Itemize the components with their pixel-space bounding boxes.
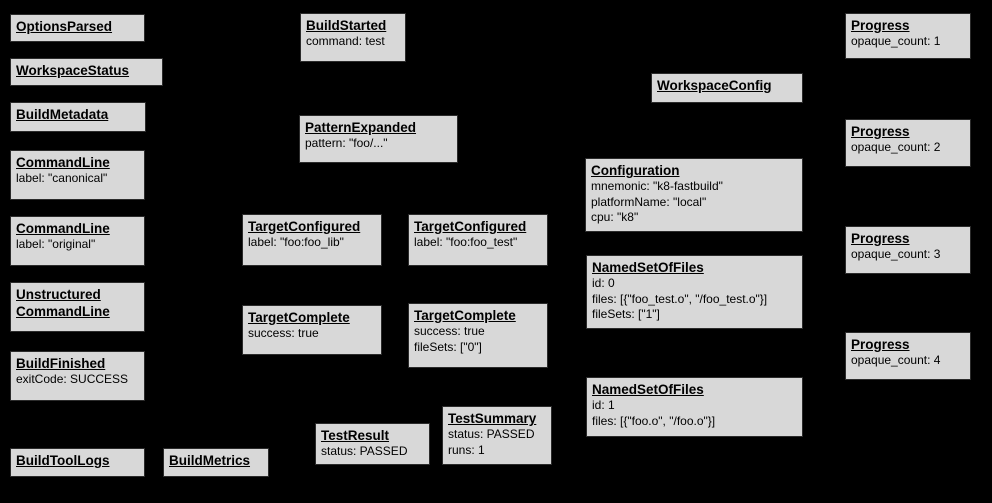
node-field: id: 0 xyxy=(592,276,615,290)
node-build-metadata: BuildMetadata xyxy=(10,102,146,132)
node-title: TargetConfigured xyxy=(414,219,527,234)
node-field: files: [{"foo_test.o", "/foo_test.o"}] xyxy=(592,291,768,306)
node-title: TestResult xyxy=(321,428,390,443)
node-field: opaque_count: 1 xyxy=(851,34,941,48)
node-progress-4: Progress opaque_count: 4 xyxy=(845,332,971,380)
node-field: opaque_count: 4 xyxy=(851,353,941,367)
node-title: OptionsParsed xyxy=(16,19,113,34)
node-progress-1: Progress opaque_count: 1 xyxy=(845,13,971,59)
node-named-set-of-files-0: NamedSetOfFiles id: 0 files: [{"foo_test… xyxy=(586,255,803,329)
node-field: label: "canonical" xyxy=(16,171,108,185)
node-field: success: true xyxy=(248,326,319,340)
node-configuration: Configuration mnemonic: "k8-fastbuild" p… xyxy=(585,158,803,232)
node-field: fileSets: ["0"] xyxy=(414,339,482,354)
node-title: BuildToolLogs xyxy=(16,453,110,468)
node-title: CommandLine xyxy=(16,221,110,236)
node-title: TargetConfigured xyxy=(248,219,361,234)
node-field: id: 1 xyxy=(592,398,615,412)
node-title: Progress xyxy=(851,231,910,246)
node-title: Unstructured CommandLine xyxy=(16,287,110,319)
node-named-set-of-files-1: NamedSetOfFiles id: 1 files: [{"foo.o", … xyxy=(586,377,803,437)
node-test-result: TestResult status: PASSED xyxy=(315,423,430,465)
node-build-tool-logs: BuildToolLogs xyxy=(10,448,145,477)
node-field: files: [{"foo.o", "/foo.o"}] xyxy=(592,413,716,428)
node-field: label: "foo:foo_test" xyxy=(414,235,518,249)
node-title: BuildMetrics xyxy=(169,453,251,468)
node-workspace-config: WorkspaceConfig xyxy=(651,73,803,103)
node-field: command: test xyxy=(306,34,385,48)
node-field: label: "foo:foo_lib" xyxy=(248,235,344,249)
node-workspace-status: WorkspaceStatus xyxy=(10,58,163,86)
node-title: Progress xyxy=(851,18,910,33)
node-command-line-original: CommandLine label: "original" xyxy=(10,216,145,266)
node-build-metrics: BuildMetrics xyxy=(163,448,269,477)
node-target-complete-foo-lib: TargetComplete success: true xyxy=(242,305,382,355)
node-target-complete-foo-test: TargetComplete success: true fileSets: [… xyxy=(408,303,548,368)
node-build-started: BuildStarted command: test xyxy=(300,13,406,62)
node-field: pattern: "foo/..." xyxy=(305,136,388,150)
node-field: opaque_count: 2 xyxy=(851,140,941,154)
node-field: platformName: "local" xyxy=(591,194,707,209)
node-field: success: true xyxy=(414,324,485,338)
node-target-configured-foo-lib: TargetConfigured label: "foo:foo_lib" xyxy=(242,214,382,266)
node-title: WorkspaceStatus xyxy=(16,63,130,78)
node-target-configured-foo-test: TargetConfigured label: "foo:foo_test" xyxy=(408,214,548,266)
node-field: exitCode: SUCCESS xyxy=(16,372,129,386)
node-title: BuildStarted xyxy=(306,18,387,33)
node-title: CommandLine xyxy=(16,155,110,170)
node-title: BuildFinished xyxy=(16,356,106,371)
node-field: label: "original" xyxy=(16,237,96,251)
node-title: TestSummary xyxy=(448,411,537,426)
node-field: status: PASSED xyxy=(321,444,408,458)
node-title: Progress xyxy=(851,124,910,139)
node-title: Configuration xyxy=(591,163,680,178)
node-title: BuildMetadata xyxy=(16,107,109,122)
node-title: Progress xyxy=(851,337,910,352)
node-options-parsed: OptionsParsed xyxy=(10,14,145,42)
node-field: opaque_count: 3 xyxy=(851,247,941,261)
node-pattern-expanded: PatternExpanded pattern: "foo/..." xyxy=(299,115,458,163)
node-title: TargetComplete xyxy=(414,308,516,323)
node-progress-2: Progress opaque_count: 2 xyxy=(845,119,971,167)
node-unstructured-command-line: Unstructured CommandLine xyxy=(10,282,145,332)
node-progress-3: Progress opaque_count: 3 xyxy=(845,226,971,274)
node-command-line-canonical: CommandLine label: "canonical" xyxy=(10,150,145,200)
node-title: PatternExpanded xyxy=(305,120,417,135)
node-field: status: PASSED xyxy=(448,427,535,441)
node-title: TargetComplete xyxy=(248,310,350,325)
node-field: fileSets: ["1"] xyxy=(592,307,660,321)
node-title: NamedSetOfFiles xyxy=(592,260,704,275)
node-field: cpu: "k8" xyxy=(591,210,639,224)
node-field: runs: 1 xyxy=(448,442,485,457)
node-test-summary: TestSummary status: PASSED runs: 1 xyxy=(442,406,552,465)
node-title: WorkspaceConfig xyxy=(657,78,772,93)
node-title: NamedSetOfFiles xyxy=(592,382,704,397)
node-build-finished: BuildFinished exitCode: SUCCESS xyxy=(10,351,145,401)
node-field: mnemonic: "k8-fastbuild" xyxy=(591,179,723,193)
